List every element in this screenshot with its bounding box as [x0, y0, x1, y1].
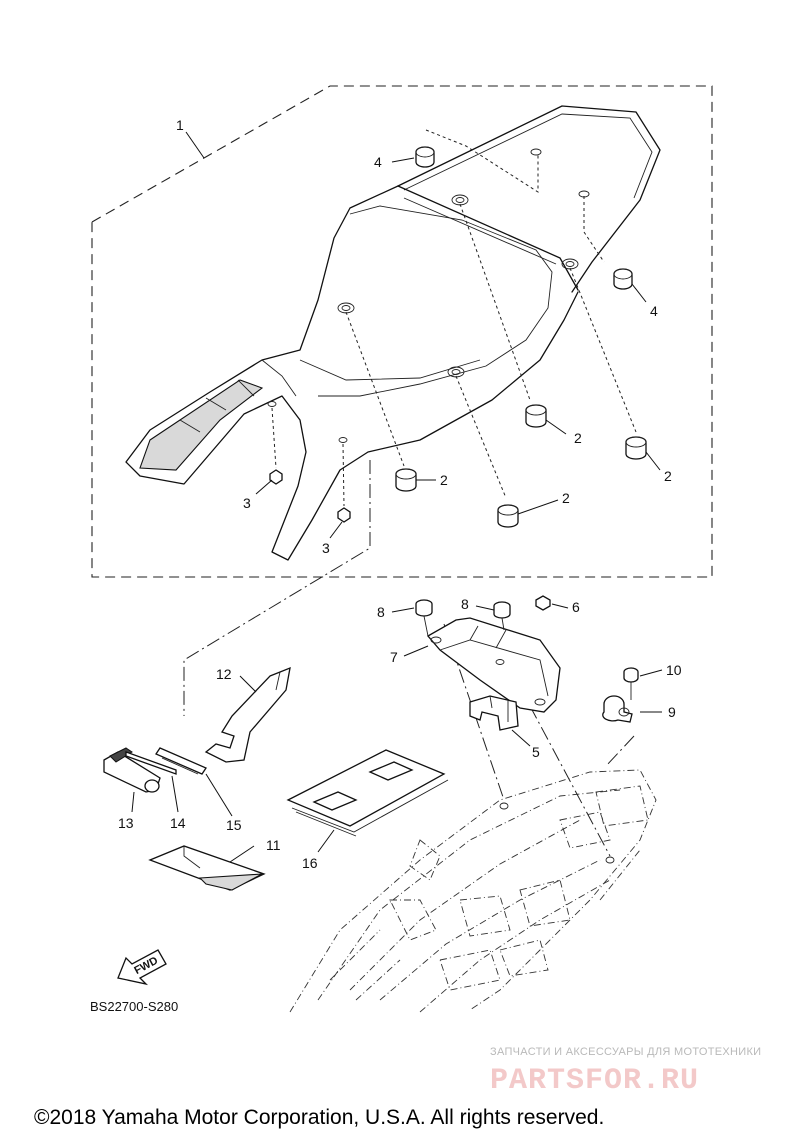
callout-1: 1	[176, 117, 184, 133]
callout-9: 9	[668, 704, 676, 720]
frame-illustration	[289, 769, 657, 1013]
callout-10: 10	[666, 662, 682, 678]
callout-2: 2	[664, 468, 672, 484]
diagram-code: BS22700-S280	[90, 999, 178, 1014]
callout-2: 2	[440, 472, 448, 488]
fastener-parts-seat	[269, 146, 633, 523]
callout-3: 3	[322, 540, 330, 556]
seat-assembly-boundary	[91, 85, 713, 578]
leader-lines-tools	[131, 675, 335, 863]
callout-2: 2	[574, 430, 582, 446]
callout-11: 11	[266, 837, 281, 853]
callout-7: 7	[390, 649, 398, 665]
damper-parts	[395, 404, 647, 528]
callout-2: 2	[562, 490, 570, 506]
callout-4: 4	[650, 303, 658, 319]
seat-illustration	[125, 105, 661, 561]
leader-lines-seat	[185, 131, 661, 539]
leader-lines-bracket	[391, 603, 663, 747]
copyright-notice: ©2018 Yamaha Motor Corporation, U.S.A. A…	[34, 1106, 604, 1129]
watermark-logo: PARTSFOR.RU	[490, 1064, 699, 1098]
tool-parts	[103, 666, 449, 891]
callout-16: 16	[302, 855, 318, 871]
bracket-parts	[415, 595, 639, 731]
callout-3: 3	[243, 495, 251, 511]
callout-4: 4	[374, 154, 382, 170]
callout-numbers: 1 4 4 2 2 2 2 3 3 8 8 6 7 10 9 5 12 13 1…	[118, 117, 682, 871]
callout-15: 15	[226, 817, 242, 833]
callout-12: 12	[216, 666, 232, 682]
assembly-lines-seat	[271, 129, 637, 507]
callout-13: 13	[118, 815, 134, 831]
fwd-arrow-icon: FWD	[117, 949, 167, 986]
callout-14: 14	[170, 815, 186, 831]
callout-8: 8	[461, 596, 469, 612]
watermark-tagline: ЗАПЧАСТИ И АКСЕССУАРЫ ДЛЯ МОТОТЕХНИКИ	[490, 1046, 761, 1058]
callout-5: 5	[532, 744, 540, 760]
assembly-link-line	[183, 460, 371, 716]
callout-8: 8	[377, 604, 385, 620]
callout-6: 6	[572, 599, 580, 615]
